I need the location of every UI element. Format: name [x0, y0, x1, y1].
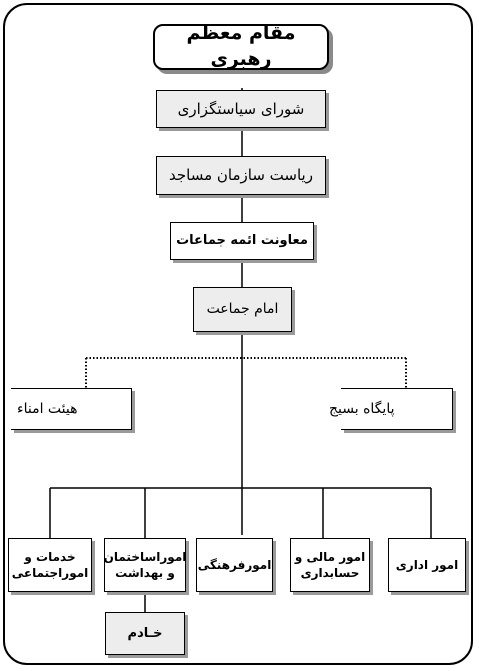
node-services-social: خدمات و اموراجتماعی: [8, 538, 92, 592]
node-supreme-leader: مقام معظم رهبری: [153, 22, 329, 70]
node-policy-council: شورای سیاستگزاری: [156, 90, 326, 128]
node-financial: امور مالی و حسابداری: [290, 538, 370, 592]
node-policy-council-label: شورای سیاستگزاری: [177, 99, 305, 118]
node-board-trustees-label: هیئت امناء: [17, 400, 78, 417]
node-financial-line1: امور مالی و: [294, 549, 366, 564]
node-basij-base: پایگاه بسیج: [329, 388, 453, 430]
node-imam-jamaat: امام جماعت: [193, 287, 292, 332]
node-construction-hygiene: اموراساختمان و بهداشت: [104, 538, 186, 592]
node-mosque-org-head-label: ریاست سازمان مساجد: [169, 166, 313, 185]
node-imams-deputy-label: معاونت ائمه جماعات: [176, 233, 308, 249]
node-supreme-leader-label: مقام معظم رهبری: [186, 22, 296, 70]
node-admin-affairs-label: امور اداری: [395, 557, 459, 572]
node-servant: خـادم: [105, 612, 185, 655]
node-cultural-affairs: امورفرهنگی: [196, 538, 273, 592]
node-mosque-org-head: ریاست سازمان مساجد: [156, 156, 326, 195]
node-imam-jamaat-label: امام جماعت: [206, 301, 279, 318]
chart-frame: [3, 3, 473, 665]
node-board-trustees: هیئت امناء: [11, 388, 132, 430]
node-basij-base-label: پایگاه بسیج: [329, 400, 395, 417]
node-construction-hygiene-line1: اموراساختمان: [103, 549, 187, 564]
node-services-social-line2: اموراجتماعی: [11, 566, 89, 580]
node-construction-hygiene-line2: و بهداشت: [115, 566, 175, 580]
node-servant-label: خـادم: [127, 625, 163, 641]
node-financial-line2: حسابداری: [300, 566, 360, 580]
node-services-social-line1: خدمات و: [24, 549, 76, 564]
node-admin-affairs: امور اداری: [388, 538, 466, 592]
node-imams-deputy: معاونت ائمه جماعات: [170, 222, 314, 260]
node-cultural-affairs-label: امورفرهنگی: [197, 557, 272, 572]
